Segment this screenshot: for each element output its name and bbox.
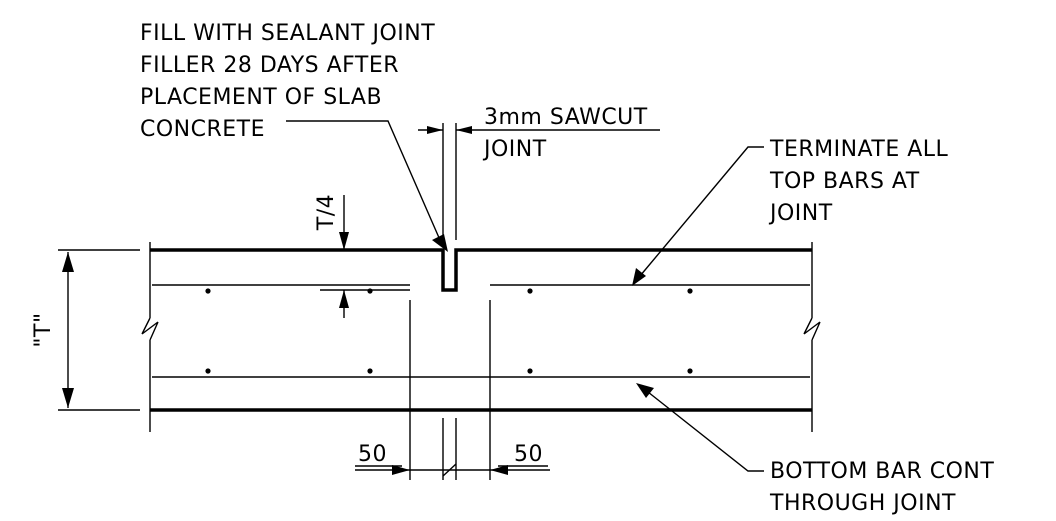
quarter-depth-label: T/4 <box>314 194 339 231</box>
svg-text:CONCRETE: CONCRETE <box>140 117 265 142</box>
left-offset-label: 50 <box>358 442 387 467</box>
sealant-leader <box>286 120 448 252</box>
rebar-dot <box>687 368 693 374</box>
svg-text:TOP BARS AT: TOP BARS AT <box>769 169 920 194</box>
rebar-dot <box>205 368 211 374</box>
offset-dimensions <box>355 300 550 480</box>
right-offset-label: 50 <box>514 442 543 467</box>
rebar-dot <box>367 368 373 374</box>
svg-text:JOINT: JOINT <box>482 137 547 162</box>
rebar-dot <box>527 288 533 294</box>
svg-text:BOTTOM BAR CONT: BOTTOM BAR CONT <box>770 459 994 484</box>
svg-text:JOINT: JOINT <box>768 201 833 226</box>
rebar-dot <box>687 288 693 294</box>
thickness-label: "T" <box>31 312 56 347</box>
sawcut-width-dimension <box>418 123 660 240</box>
svg-text:PLACEMENT OF SLAB: PLACEMENT OF SLAB <box>140 85 382 110</box>
rebar-dot <box>527 368 533 374</box>
slab-right-break <box>803 242 821 432</box>
quarter-depth-dimension <box>320 195 410 318</box>
top-bars-note: TERMINATE ALL TOP BARS AT JOINT <box>768 137 949 226</box>
rebar-dot <box>367 288 373 294</box>
top-bars-leader <box>632 146 764 286</box>
thickness-dimension <box>58 249 140 411</box>
slab-top-surface <box>150 248 812 292</box>
bottom-bar-leader <box>636 383 764 472</box>
sawcut-note: 3mm SAWCUT JOINT <box>482 105 648 162</box>
svg-text:3mm SAWCUT: 3mm SAWCUT <box>484 105 648 130</box>
rebar-dot <box>205 288 211 294</box>
sealant-note: FILL WITH SEALANT JOINT FILLER 28 DAYS A… <box>140 21 435 142</box>
svg-text:THROUGH JOINT: THROUGH JOINT <box>769 491 956 516</box>
svg-text:FILLER 28 DAYS AFTER: FILLER 28 DAYS AFTER <box>140 53 399 78</box>
bottom-bar-note: BOTTOM BAR CONT THROUGH JOINT <box>769 459 994 516</box>
slab-left-break <box>141 242 159 432</box>
svg-text:TERMINATE ALL: TERMINATE ALL <box>769 137 949 162</box>
svg-text:FILL WITH SEALANT JOINT: FILL WITH SEALANT JOINT <box>140 21 435 46</box>
